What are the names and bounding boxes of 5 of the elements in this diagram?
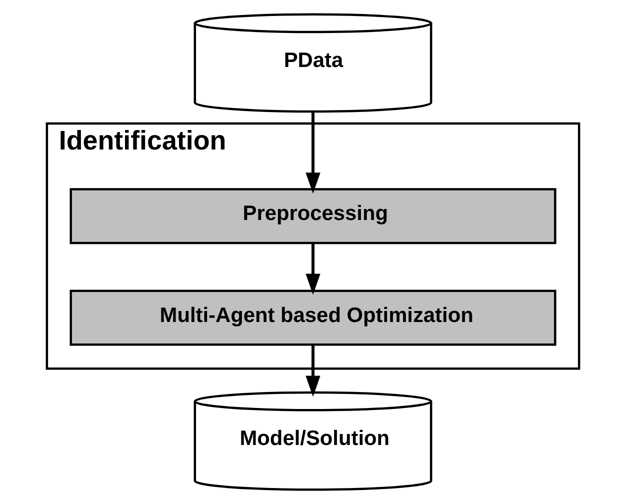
node-box: Multi-Agent based Optimization — [69, 290, 556, 346]
arrow — [305, 344, 320, 397]
arrow — [305, 244, 320, 295]
node-box: Preprocessing — [69, 188, 556, 244]
arrow — [305, 112, 320, 194]
